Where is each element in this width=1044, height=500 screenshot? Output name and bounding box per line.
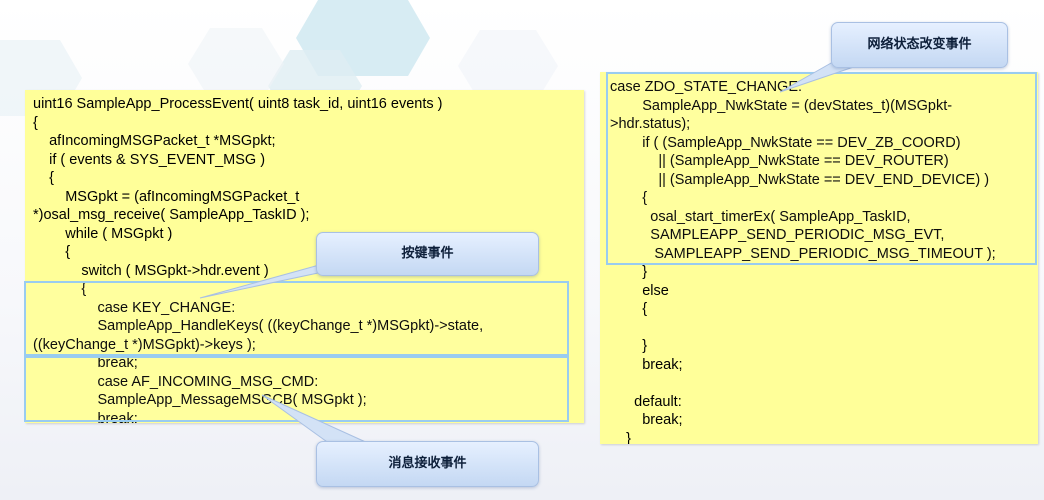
network-state-change-callout: 网络状态改变事件 [831,22,1008,68]
code-line: default: [610,393,682,410]
code-line: { [33,244,71,260]
code-line: SampleApp_MessageMSGCB( MSGpkt ); [33,392,367,408]
code-line: *)osal_msg_receive( SampleApp_TaskID ); [33,207,310,223]
message-receive-event-callout-label: 消息接收事件 [388,456,467,471]
code-line: break; [33,410,138,424]
code-line: case KEY_CHANGE: [33,299,236,316]
code-line: } [610,430,631,445]
zdo-state-change-highlight-box [606,72,1037,265]
code-line: || (SampleApp_NwkState == DEV_ROUTER) [610,153,949,169]
code-line: MSGpkt = (afIncomingMSGPacket_t [33,188,300,205]
message-receive-event-callout: 消息接收事件 [316,441,539,487]
code-line: break; [33,355,138,371]
code-line: case ZDO_STATE_CHANGE: [610,79,803,95]
code-line: || (SampleApp_NwkState == DEV_END_DEVICE… [610,171,990,188]
left-code-panel: uint16 SampleApp_ProcessEvent( uint8 tas… [25,90,584,423]
network-state-change-callout-label: 网络状态改变事件 [867,37,972,52]
key-event-callout-label: 按键事件 [401,246,454,261]
code-line: } [610,338,648,354]
code-line: switch ( MSGpkt->hdr.event ) [33,262,269,279]
code-line: if ( (SampleApp_NwkState == DEV_ZB_COORD… [610,134,961,151]
code-line: { [33,114,38,131]
code-line: SampleApp_NwkState = (devStates_t)(MSGpk… [610,97,953,114]
key-change-highlight-box [24,281,569,356]
code-line: ((keyChange_t *)MSGpkt)->keys ); [33,336,256,353]
code-line: SAMPLEAPP_SEND_PERIODIC_MSG_EVT, [610,227,945,243]
code-line: { [610,190,648,206]
code-line: while ( MSGpkt ) [33,225,173,242]
right-code-panel: case ZDO_STATE_CHANGE: SampleApp_NwkStat… [600,72,1038,444]
code-line: afIncomingMSGPacket_t *MSGpkt; [33,133,276,149]
code-line: { [33,281,87,297]
code-line: { [33,170,54,186]
code-line: SampleApp_HandleKeys( ((keyChange_t *)MS… [33,318,484,334]
code-line: >hdr.status); [610,116,691,132]
code-line: uint16 SampleApp_ProcessEvent( uint8 tas… [33,96,443,112]
code-line: } [610,264,648,280]
code-line: osal_start_timerEx( SampleApp_TaskID, [610,208,911,225]
code-line: if ( events & SYS_EVENT_MSG ) [33,151,266,168]
code-line: { [610,301,648,317]
key-event-callout: 按键事件 [316,232,539,276]
code-line: break; [610,412,683,428]
code-line: else [610,282,669,299]
code-line: SAMPLEAPP_SEND_PERIODIC_MSG_TIMEOUT ); [610,245,996,262]
code-line: break; [610,356,683,373]
code-line: case AF_INCOMING_MSG_CMD: [33,373,319,390]
